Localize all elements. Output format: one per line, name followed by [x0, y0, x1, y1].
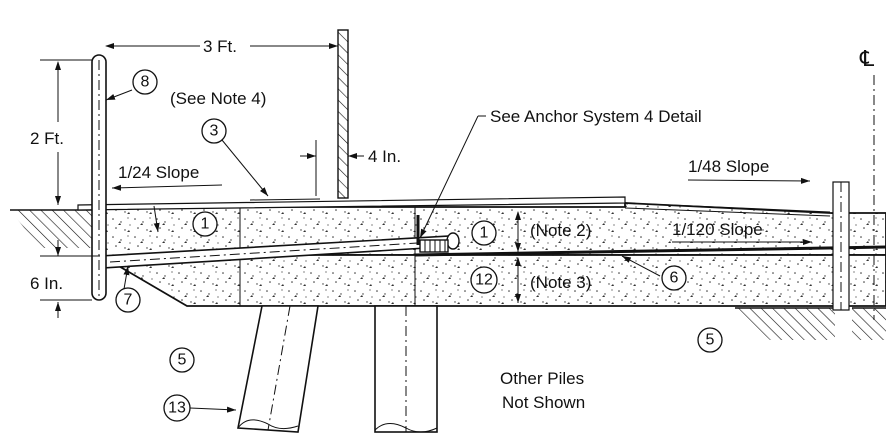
svg-text:3: 3: [210, 123, 219, 140]
slope-lower: 1/120 Slope: [672, 220, 812, 245]
dim-6in-label: 6 In.: [30, 274, 63, 293]
svg-text:13: 13: [168, 400, 186, 417]
callout-3: 3: [201, 118, 227, 144]
callout-7: 7: [115, 287, 141, 313]
svg-text:8: 8: [141, 74, 150, 91]
slope-right: 1/48 Slope: [687, 157, 811, 184]
deck-surfacing: [77, 196, 831, 217]
other-piles-line2: Not Shown: [502, 393, 585, 412]
svg-text:5: 5: [178, 352, 187, 369]
see-note-4: (See Note 4): [170, 89, 266, 108]
dim-3ft-label: 3 Ft.: [203, 37, 237, 56]
pile-center: [374, 305, 438, 433]
svg-text:12: 12: [475, 272, 493, 289]
callout-1-right: 1: [471, 220, 497, 246]
dim-2ft-label: 2 Ft.: [30, 129, 64, 148]
centerline-symbol: ℄: [859, 46, 875, 71]
slope-right-label: 1/48 Slope: [688, 157, 769, 176]
dim-6in: 6 In.: [30, 240, 100, 318]
ground-right: [735, 307, 886, 340]
callout-6: 6: [661, 265, 687, 291]
vertical-rod: [91, 54, 107, 301]
slope-lower-label: 1/120 Slope: [672, 220, 763, 239]
callout-8: 8: [132, 69, 158, 95]
anchor-detail-note: See Anchor System 4 Detail: [490, 107, 702, 126]
ground-left: [10, 209, 92, 248]
form-board: [337, 29, 349, 199]
callout-5-left: 5: [169, 347, 195, 373]
svg-text:1: 1: [201, 216, 210, 233]
pile-left: [237, 305, 319, 433]
right-post: [832, 75, 875, 320]
slope-left: 1/24 Slope: [111, 163, 223, 191]
svg-text:5: 5: [706, 332, 715, 349]
other-piles-line1: Other Piles: [500, 369, 584, 388]
membrane-line: [414, 245, 886, 257]
callout-5-right: 5: [697, 327, 723, 353]
svg-text:7: 7: [124, 292, 133, 309]
callout-13: 13: [163, 394, 191, 422]
callout-12: 12: [470, 266, 498, 294]
callout-1-left: 1: [192, 211, 218, 237]
slope-left-label: 1/24 Slope: [118, 163, 199, 182]
dim-4in: 4 In.: [300, 140, 401, 196]
svg-text:1: 1: [480, 225, 489, 242]
dim-3ft: 3 Ft.: [105, 37, 338, 56]
svg-text:6: 6: [670, 270, 679, 287]
dim-4in-label: 4 In.: [368, 147, 401, 166]
note-3: (Note 3): [530, 273, 591, 292]
note-2: (Note 2): [530, 221, 591, 240]
anchor-system: [416, 215, 449, 253]
dim-2ft: 2 Ft.: [30, 59, 92, 205]
leaders: [105, 89, 661, 413]
